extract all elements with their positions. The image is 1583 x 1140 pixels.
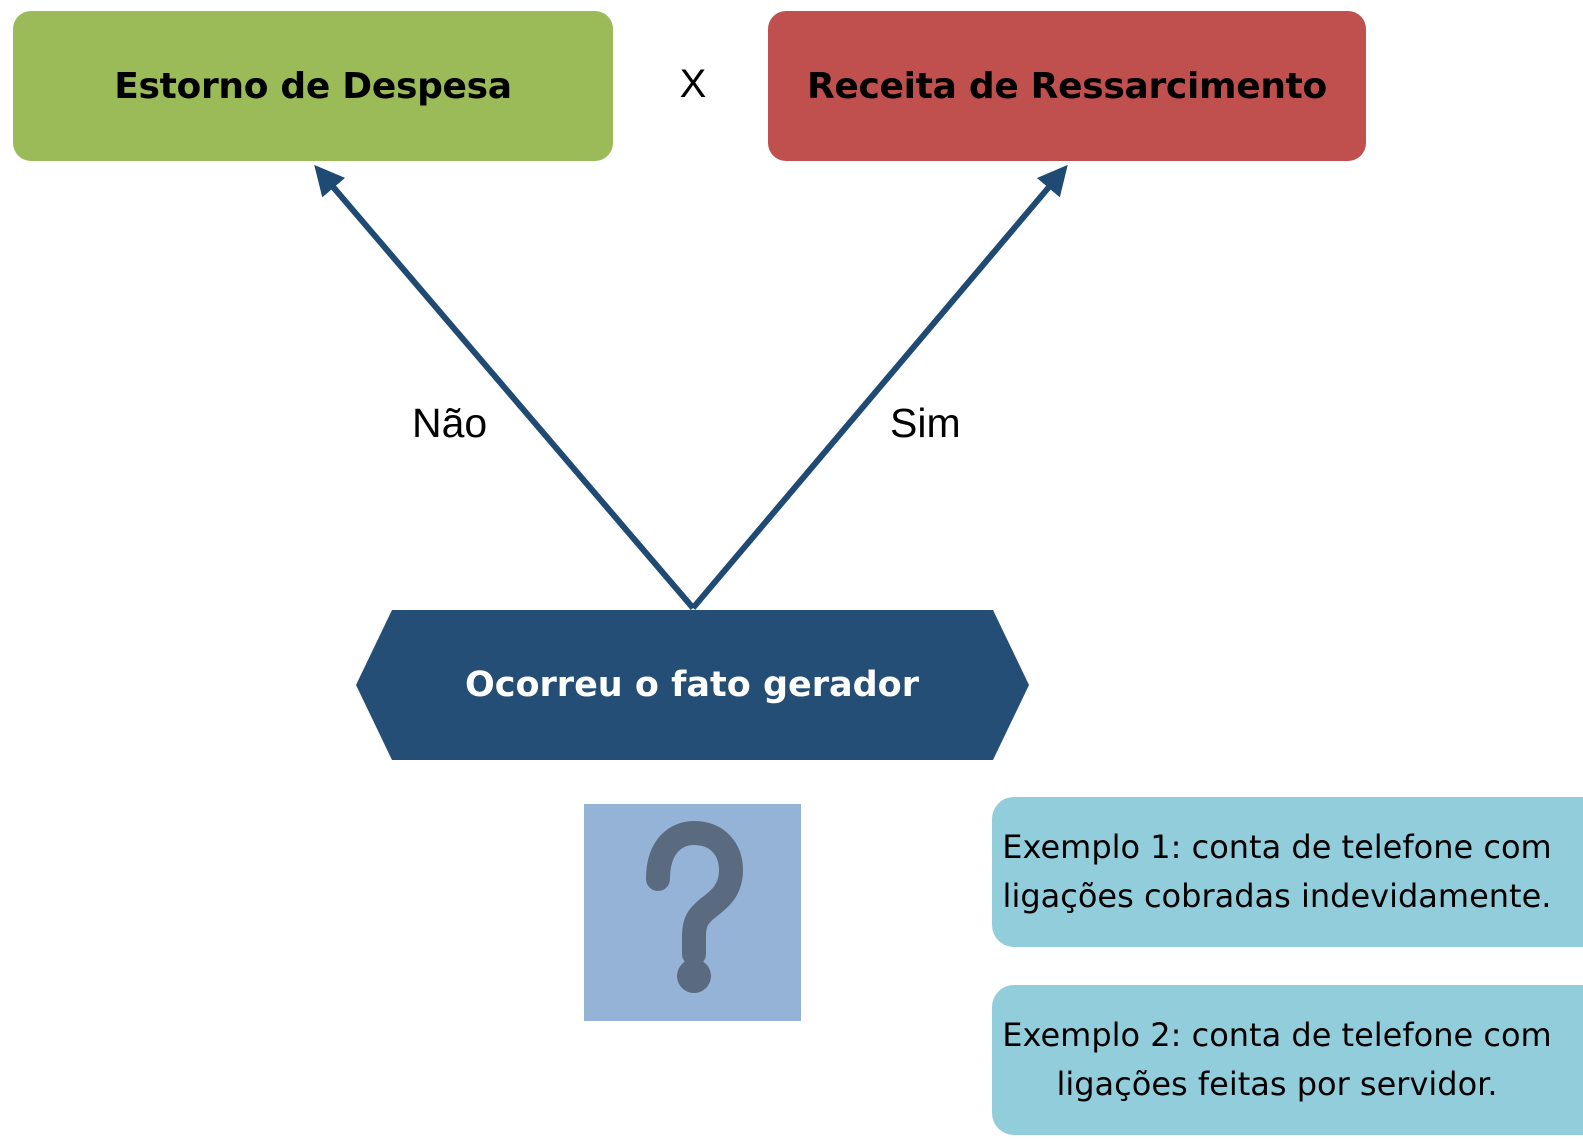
question-mark-icon (646, 821, 743, 993)
outcome-expense-reversal-label: Estorno de Despesa (114, 65, 512, 107)
branch-label-yes: Sim (890, 400, 961, 446)
branch-label-no: Não (412, 400, 488, 446)
example-box-1: Exemplo 1: conta de telefone com ligaçõe… (992, 797, 1583, 947)
question-box (584, 804, 801, 1021)
decision-hexagon (356, 610, 1029, 760)
outcome-expense-reversal: Estorno de Despesa (13, 11, 613, 161)
example-box-2: Exemplo 2: conta de telefone com ligaçõe… (992, 985, 1583, 1135)
decision-label: Ocorreu o fato gerador (465, 665, 919, 705)
outcome-reimbursement-revenue: Receita de Ressarcimento (768, 11, 1366, 161)
outcome-reimbursement-revenue-label: Receita de Ressarcimento (806, 65, 1327, 107)
example-2-text: Exemplo 2: conta de telefone com ligaçõe… (1002, 1016, 1552, 1103)
example-1-text: Exemplo 1: conta de telefone com ligaçõe… (1002, 828, 1552, 915)
versus-separator: X (679, 62, 707, 106)
arrow-yes (690, 164, 1068, 610)
arrow-no (314, 164, 696, 610)
